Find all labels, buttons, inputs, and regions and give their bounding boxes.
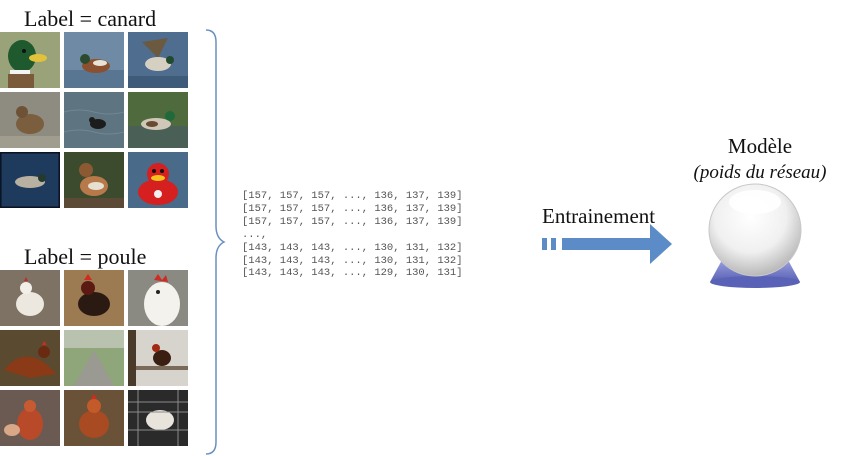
matrix-row: [143, 143, 143, ..., 130, 131, 132] [242, 254, 463, 267]
matrix-row: [157, 157, 157, ..., 136, 137, 139] [242, 215, 463, 228]
matrix-row: [157, 157, 157, ..., 136, 137, 139] [242, 202, 463, 215]
model-subtitle: (poids du réseau) [693, 162, 827, 183]
matrix-row: ..., [242, 228, 268, 241]
matrix-row: [143, 143, 143, ..., 129, 130, 131] [242, 267, 463, 280]
label-poule: Label = poule [24, 244, 147, 269]
hen-image-white-head [128, 270, 188, 326]
matrix-row: [143, 143, 143, ..., 130, 131, 132] [242, 241, 463, 254]
hen-image-dark-rooster [64, 270, 124, 326]
hen-image-rooster-fence [128, 330, 188, 386]
training-label: Entrainement [542, 204, 656, 228]
label-canard: Label = canard [24, 6, 157, 31]
hen-image-grid [0, 270, 188, 446]
hen-image-road-scene [64, 330, 124, 386]
right-arrow-icon [542, 224, 672, 264]
duck-image-on-ground [64, 152, 124, 208]
hen-image-in-hands [0, 390, 60, 446]
duck-image-swimming [64, 32, 124, 88]
crystal-ball-icon [708, 183, 802, 288]
duck-image-grid [0, 32, 188, 208]
duck-image-mallard-head [0, 32, 60, 88]
hen-image-white-hen [0, 270, 60, 326]
duck-image-female-mallard [0, 92, 60, 148]
matrix-row: [157, 157, 157, ..., 136, 137, 139] [242, 190, 463, 202]
duck-image-mallard-swimming [128, 92, 188, 148]
duck-image-flying [128, 32, 188, 88]
duck-image-in-water [64, 92, 124, 148]
model-title: Modèle [727, 134, 793, 158]
pixel-matrix: [157, 157, 157, ..., 136, 137, 139] [157… [242, 190, 463, 280]
duck-image-rubber-duck [128, 152, 188, 208]
curly-brace-icon [205, 29, 226, 455]
hen-image-in-cage [128, 390, 188, 446]
hen-image-red-hen [64, 390, 124, 446]
duck-image-dark-water [0, 152, 60, 208]
hen-image-rooster-wings [0, 330, 60, 386]
